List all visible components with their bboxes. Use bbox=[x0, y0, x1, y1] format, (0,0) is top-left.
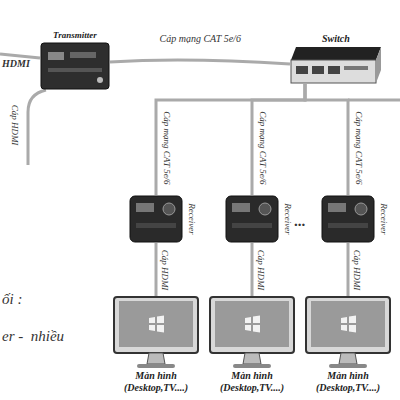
monitor-node: Màn hình (Desktop,TV....) bbox=[301, 296, 395, 394]
receiver-box: Receiver bbox=[321, 195, 375, 243]
cable-label: Cáp mạng CAT 5e/6 bbox=[160, 33, 241, 44]
signal-name: HDMI bbox=[2, 58, 30, 69]
monitor-caption: Màn hình (Desktop,TV....) bbox=[109, 370, 203, 394]
cable-label: Cáp HDMI bbox=[160, 249, 170, 290]
network-cable bbox=[155, 243, 158, 296]
monitor-node: Màn hình (Desktop,TV....) bbox=[109, 296, 203, 394]
cable-label: Cáp mạng CAT 5e/6 bbox=[161, 111, 171, 184]
network-cable bbox=[305, 84, 348, 195]
receiver-box: Receiver bbox=[225, 195, 279, 243]
monitor-node: Màn hình (Desktop,TV....) bbox=[205, 296, 299, 394]
monitor-caption: Màn hình (Desktop,TV....) bbox=[205, 370, 299, 394]
cable-label: Cáp HDMI bbox=[256, 249, 266, 290]
network-cable bbox=[110, 60, 290, 64]
receiver-heading: Receiver bbox=[186, 203, 196, 234]
receiver-heading: Receiver bbox=[282, 203, 292, 234]
switch-box: Switch bbox=[290, 46, 382, 84]
cut-note: ối : bbox=[2, 291, 22, 308]
transmitter-box: Transmitter bbox=[40, 42, 110, 90]
hdmi-output-cable bbox=[28, 90, 46, 165]
network-cable bbox=[252, 84, 305, 195]
receiver-heading: Receiver bbox=[378, 203, 388, 234]
network-cable bbox=[156, 84, 305, 195]
device-heading: Transmitter bbox=[53, 30, 97, 40]
hdmi-input-cable bbox=[0, 54, 40, 58]
cable-label: Cáp mạng CAT 5e/6 bbox=[353, 111, 363, 184]
cable-label: Cáp mạng CAT 5e/6 bbox=[257, 111, 267, 184]
receiver-box: Receiver bbox=[129, 195, 183, 243]
network-cable bbox=[347, 243, 350, 296]
cut-note: er - nhiều bbox=[2, 328, 64, 345]
cable-label: Cáp HDMI bbox=[352, 249, 362, 290]
device-heading: Switch bbox=[322, 33, 350, 44]
monitor-caption: Màn hình (Desktop,TV....) bbox=[301, 370, 395, 394]
network-cable bbox=[251, 243, 254, 296]
ellipsis: ... bbox=[294, 213, 305, 230]
bus-stub bbox=[348, 99, 400, 102]
cable-name: Cáp HDMI bbox=[10, 105, 20, 146]
